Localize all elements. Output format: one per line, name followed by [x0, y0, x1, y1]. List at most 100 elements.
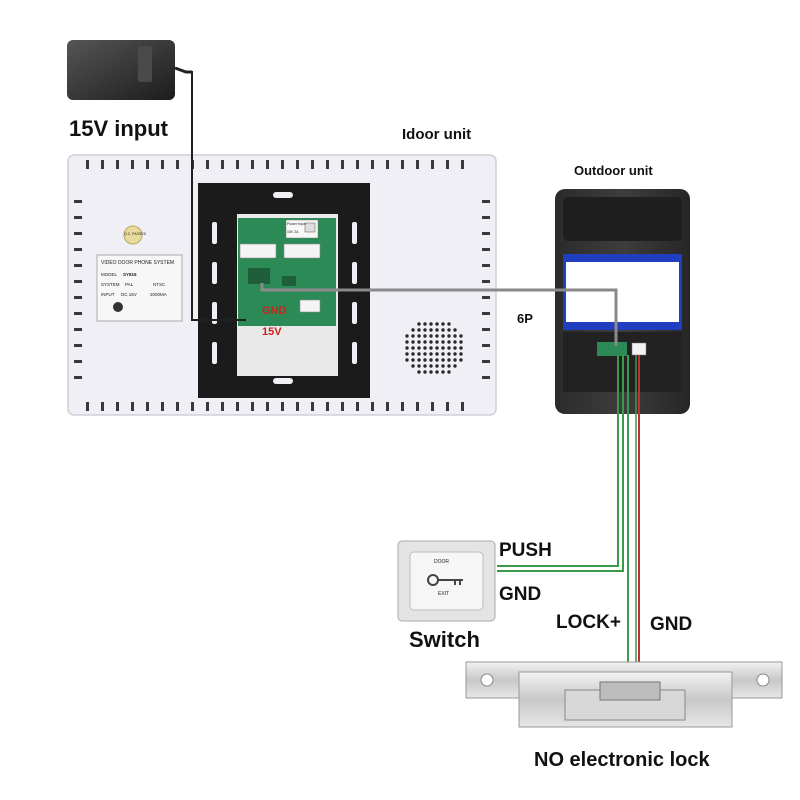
exit-button-top-text: DOOR: [434, 559, 449, 565]
speaker-hole: [417, 364, 421, 368]
outdoor-terminal-block: [597, 342, 627, 356]
speaker-hole: [441, 346, 445, 350]
terminal-gnd-label: GND: [262, 305, 287, 317]
speaker-hole: [411, 364, 415, 368]
speaker-hole: [423, 340, 427, 344]
vent-slot: [101, 160, 104, 169]
vent-slot: [341, 402, 344, 411]
vent-slot: [251, 402, 254, 411]
adapter-plug-face: [138, 46, 152, 82]
wires: [186, 71, 640, 665]
push-wire: [497, 355, 619, 567]
six-pin-cable: [260, 283, 618, 346]
exit-switch: [397, 540, 496, 622]
speaker-hole: [435, 346, 439, 350]
pcb-connector-left: [239, 243, 277, 259]
speaker-hole: [459, 340, 463, 344]
vent-slot: [74, 296, 82, 299]
power-jack: [304, 222, 316, 233]
vent-slot: [401, 160, 404, 169]
vent-slot: [101, 402, 104, 411]
vent-slot: [116, 160, 119, 169]
vent-slot: [74, 216, 82, 219]
speaker-hole: [417, 328, 421, 332]
speaker-hole: [429, 328, 433, 332]
speaker-hole: [459, 352, 463, 356]
speaker-hole: [441, 322, 445, 326]
vent-slot: [341, 160, 344, 169]
sticker-model-label: MODEL: [101, 272, 118, 277]
speaker-hole: [417, 322, 421, 326]
vent-slot: [116, 402, 119, 411]
vent-slot: [431, 160, 434, 169]
lock-label: NO electronic lock: [534, 749, 710, 771]
vent-slot: [86, 160, 89, 169]
sticker-ntsc: NTSC: [153, 282, 166, 287]
vent-slot: [482, 328, 490, 331]
speaker-hole: [435, 334, 439, 338]
speaker-hole: [447, 334, 451, 338]
bracket-slot: [212, 262, 217, 284]
cable-label: 6P: [517, 311, 533, 326]
sticker-model-value: SY816: [123, 272, 137, 277]
mounting-bracket: [198, 183, 370, 398]
speaker-hole: [411, 346, 415, 350]
speaker-hole: [429, 358, 433, 362]
speaker-hole: [423, 346, 427, 350]
vent-slot: [146, 160, 149, 169]
pcb-chip-small: [282, 276, 296, 286]
speaker-hole: [423, 352, 427, 356]
lock-plus-label: LOCK+: [556, 612, 621, 633]
speaker-hole: [429, 346, 433, 350]
vent-slot: [446, 402, 449, 411]
speaker-hole: [429, 370, 433, 374]
electronic-lock: [465, 661, 783, 728]
speaker-hole: [435, 352, 439, 356]
vent-slot: [296, 402, 299, 411]
vent-slot: [86, 402, 89, 411]
speaker-hole: [435, 322, 439, 326]
vent-slot: [482, 344, 490, 347]
sticker-current-value: 2000MA: [150, 292, 167, 297]
push-label: PUSH: [499, 540, 552, 561]
speaker-hole: [447, 340, 451, 344]
lock-screw-hole-left: [480, 673, 494, 687]
vent-slot: [416, 402, 419, 411]
vent-slot: [236, 402, 239, 411]
vent-slot: [251, 160, 254, 169]
bracket-slot: [352, 262, 357, 284]
adapter-body: [67, 40, 175, 100]
vent-slot: [74, 280, 82, 283]
speaker-hole: [459, 346, 463, 350]
bracket-slot: [352, 302, 357, 324]
speaker-hole: [423, 358, 427, 362]
sticker-input-label: INPUT: [101, 292, 115, 297]
vent-slot: [296, 160, 299, 169]
vent-slot: [482, 360, 490, 363]
vent-slot: [482, 376, 490, 379]
pcb-connector-bottom: [299, 299, 321, 313]
vent-slot: [482, 232, 490, 235]
vent-slot: [386, 160, 389, 169]
bracket-slot: [212, 342, 217, 364]
vent-slot: [74, 232, 82, 235]
outdoor-camera-panel: [563, 197, 682, 241]
speaker-hole: [447, 346, 451, 350]
speaker-hole: [411, 334, 415, 338]
sticker-pal: PAL: [125, 282, 134, 287]
speaker-hole: [429, 352, 433, 356]
outdoor-unit-label: Outdoor unit: [574, 163, 653, 178]
vent-slot: [482, 200, 490, 203]
speaker-hole: [417, 370, 421, 374]
vent-slot: [74, 248, 82, 251]
speaker-hole: [453, 346, 457, 350]
vent-slot: [461, 402, 464, 411]
vent-slot: [461, 160, 464, 169]
speaker-hole: [447, 358, 451, 362]
sticker-system-label: SYSTEM: [101, 282, 120, 287]
vent-slot: [281, 160, 284, 169]
speaker-hole: [423, 322, 427, 326]
speaker-hole: [447, 328, 451, 332]
vent-slot: [146, 402, 149, 411]
